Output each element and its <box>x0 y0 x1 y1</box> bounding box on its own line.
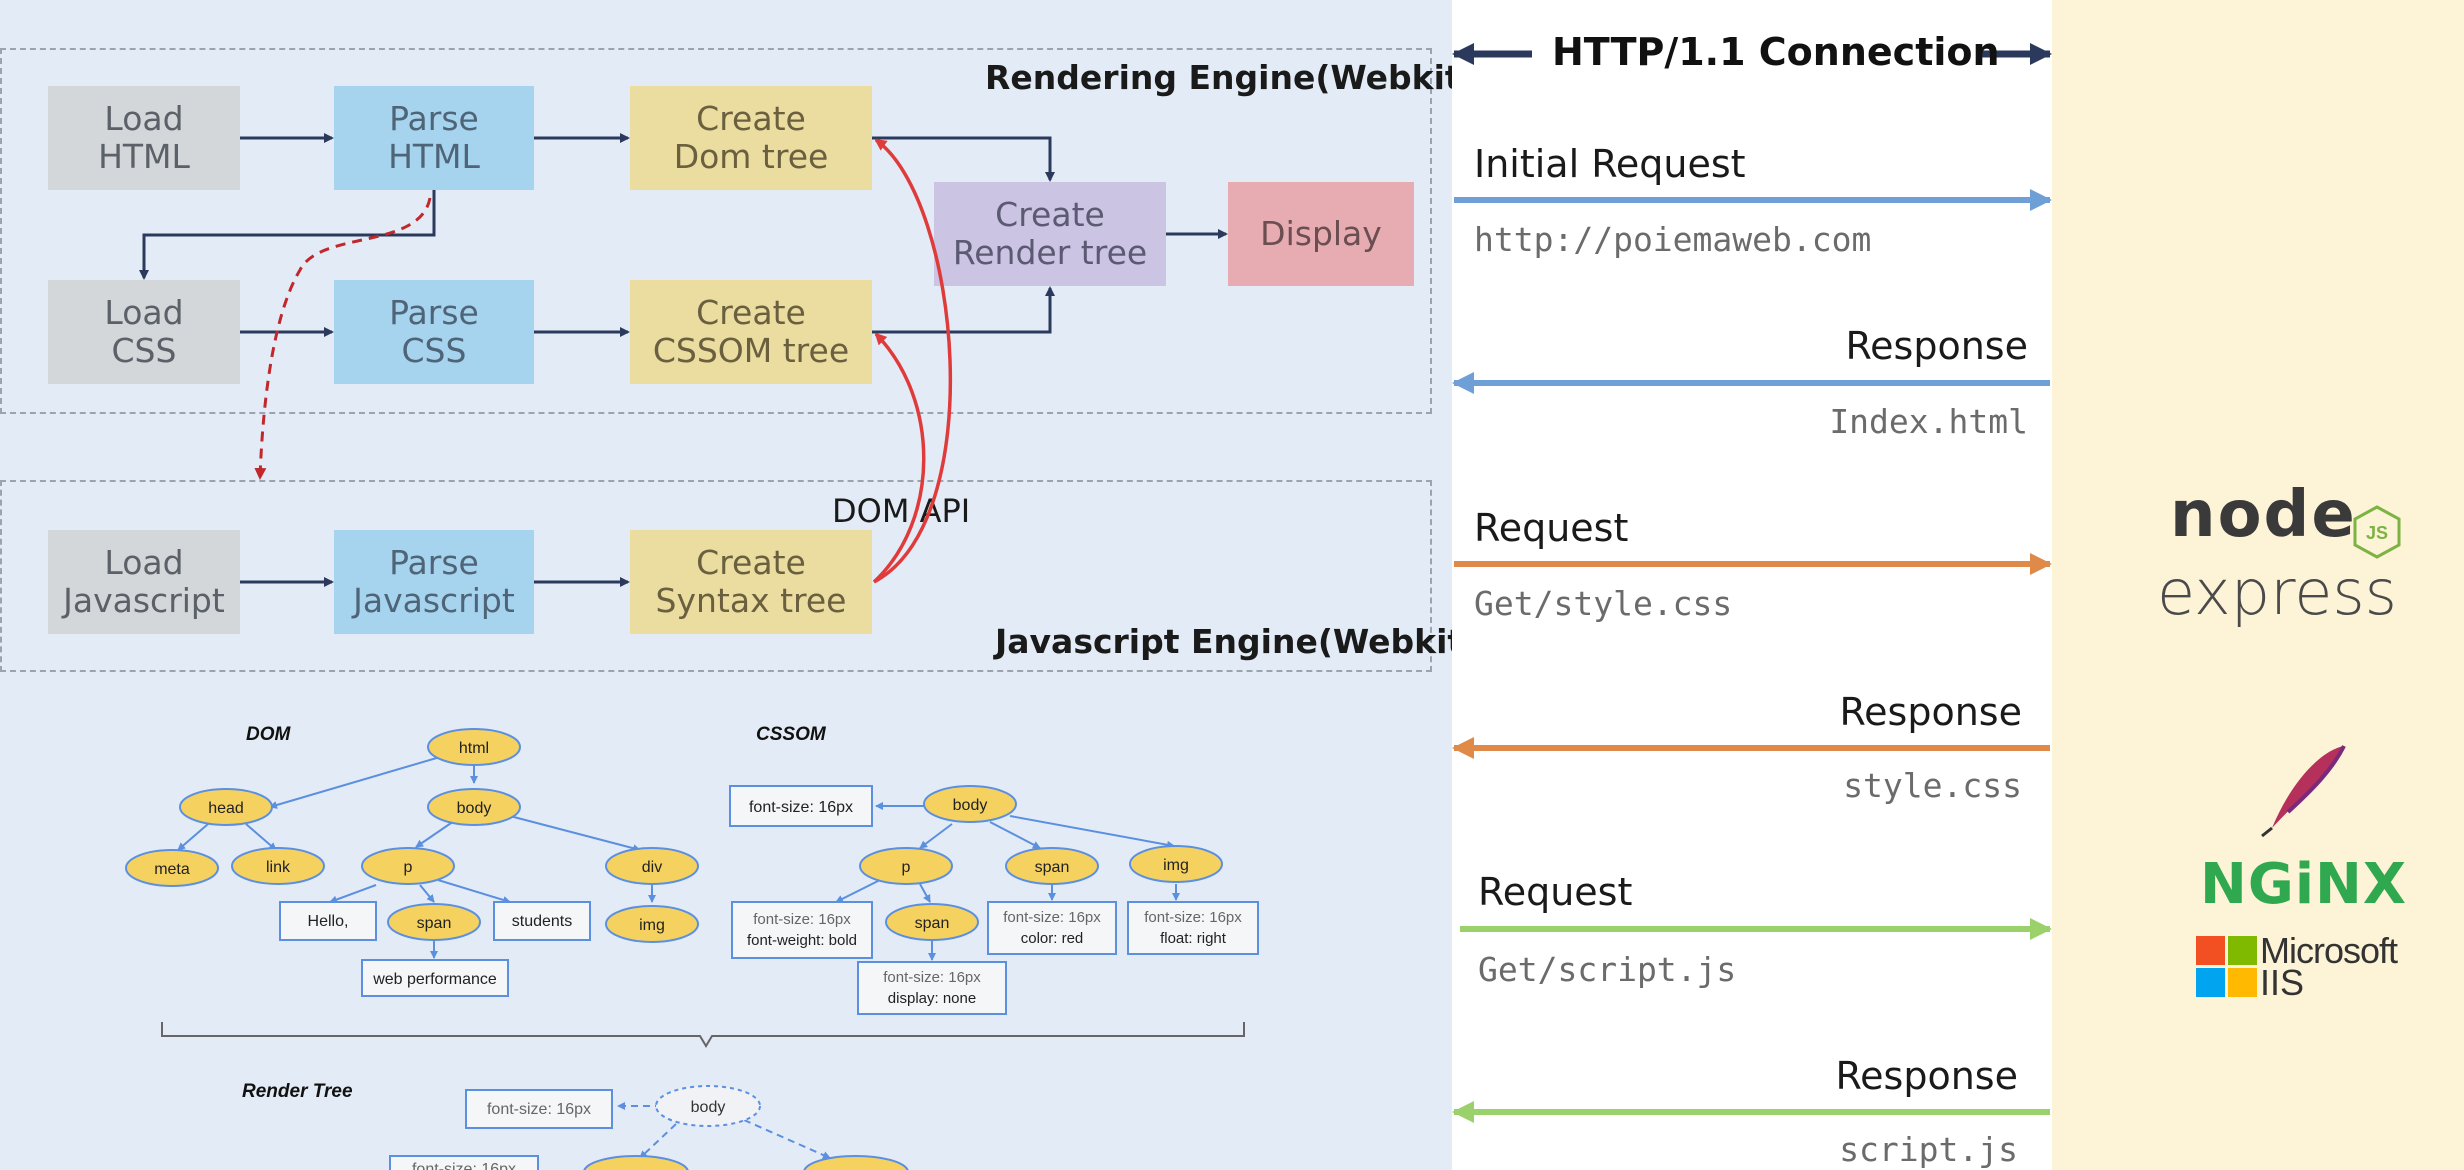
initial-request-url: http://poiemaweb.com <box>1474 220 1872 259</box>
response-3-label: Response <box>1835 1054 2018 1098</box>
cssom-node-span-inner: span <box>915 915 950 932</box>
load-html-box: Load HTML <box>48 86 240 190</box>
cssom-node-body: body <box>953 797 988 814</box>
dom-node-web-performance: web performance <box>372 971 497 988</box>
dom-node-link: link <box>266 859 291 876</box>
dom-api-label: DOM API <box>832 492 971 530</box>
dom-node-body: body <box>457 800 492 817</box>
cssom-p-style-2: font-weight: bold <box>747 932 857 949</box>
request-2-label: Request <box>1474 506 1629 550</box>
rendering-engine-frame <box>0 48 1432 414</box>
parse-css-box: Parse CSS <box>334 280 534 384</box>
cssom-span-style-1: font-size: 16px <box>1003 909 1101 926</box>
create-render-tree-box: Create Render tree <box>934 182 1166 286</box>
node-hexagon-icon: JS <box>2353 505 2401 559</box>
microsoft-label: Microsoft <box>2260 930 2398 971</box>
browser-diagram-panel: Rendering Engine(Webkit) Javascript Engi… <box>0 0 1452 1170</box>
tree-diagrams: DOM CSSOM Render Tree <box>125 724 1259 1170</box>
node-wordmark: node <box>2170 478 2357 552</box>
http-connection-title: HTTP/1.1 Connection <box>1552 30 2000 74</box>
request-2-path: Get/style.css <box>1474 584 1733 623</box>
create-dom-box: Create Dom tree <box>630 86 872 190</box>
cssom-node-span: span <box>1035 859 1070 876</box>
response-1-file: Index.html <box>1829 402 2028 441</box>
parse-javascript-box: Parse Javascript <box>334 530 534 634</box>
dom-node-img: img <box>639 917 665 934</box>
render-body-style: font-size: 16px <box>487 1101 591 1118</box>
cssom-tree-title: CSSOM <box>756 724 827 745</box>
dom-node-p: p <box>404 859 413 876</box>
node-js-badge: JS <box>2366 523 2388 543</box>
request-3-label: Request <box>1478 870 1633 914</box>
windows-logo-icon <box>2196 936 2257 997</box>
parse-html-box: Parse HTML <box>334 86 534 190</box>
response-2-label: Response <box>1839 690 2022 734</box>
load-javascript-box: Load Javascript <box>48 530 240 634</box>
response-2-file: style.css <box>1843 766 2022 805</box>
http-arrows <box>1452 43 2052 1123</box>
cssom-p-style-1: font-size: 16px <box>753 911 851 928</box>
apache-feather-icon <box>2261 745 2346 838</box>
dom-tree-title: DOM <box>246 724 292 745</box>
response-3-file: script.js <box>1839 1130 2018 1169</box>
cssom-img-style-2: float: right <box>1160 930 1227 947</box>
dom-node-div: div <box>642 859 662 876</box>
http-connection-panel: HTTP/1.1 Connection Initial Request http… <box>1452 0 2052 1170</box>
load-css-box: Load CSS <box>48 280 240 384</box>
cssom-node-img: img <box>1163 857 1189 874</box>
iis-label: IIS <box>2260 962 2305 1003</box>
pipeline-arrows <box>139 133 1228 587</box>
rendering-engine-label: Rendering Engine(Webkit) <box>985 58 1452 97</box>
dom-node-html: html <box>459 740 489 757</box>
cssom-inner-span-style-2: display: none <box>888 990 976 1007</box>
dom-node-hello: Hello, <box>308 913 349 930</box>
nginx-logo: NGiNX <box>2200 852 2408 917</box>
javascript-engine-label: Javascript Engine(Webkit) <box>995 622 1452 661</box>
combine-brace <box>161 1022 1245 1048</box>
render-node-body: body <box>691 1099 726 1116</box>
dom-node-students: students <box>512 913 572 930</box>
render-partial-style: font-size: 16px <box>412 1161 516 1170</box>
create-cssom-box: Create CSSOM tree <box>630 280 872 384</box>
cssom-body-style: font-size: 16px <box>749 799 853 816</box>
cssom-node-p: p <box>902 859 911 876</box>
cssom-img-style-1: font-size: 16px <box>1144 909 1242 926</box>
dom-node-meta: meta <box>154 861 190 878</box>
node-logo: node <box>2170 478 2357 552</box>
express-logo: express <box>2157 556 2397 629</box>
cssom-inner-span-style-1: font-size: 16px <box>883 969 981 986</box>
response-1-label: Response <box>1845 324 2028 368</box>
server-panel: node JS express NGiNX Microsoft IIS <box>2052 0 2464 1170</box>
request-3-path: Get/script.js <box>1478 950 1737 989</box>
create-syntax-tree-box: Create Syntax tree <box>630 530 872 634</box>
dom-node-head: head <box>208 800 244 817</box>
render-tree-title: Render Tree <box>242 1081 353 1102</box>
display-box: Display <box>1228 182 1414 286</box>
javascript-engine-frame <box>0 480 1432 672</box>
initial-request-label: Initial Request <box>1474 142 1746 186</box>
dom-node-span: span <box>417 915 452 932</box>
cssom-span-style-2: color: red <box>1021 930 1084 947</box>
